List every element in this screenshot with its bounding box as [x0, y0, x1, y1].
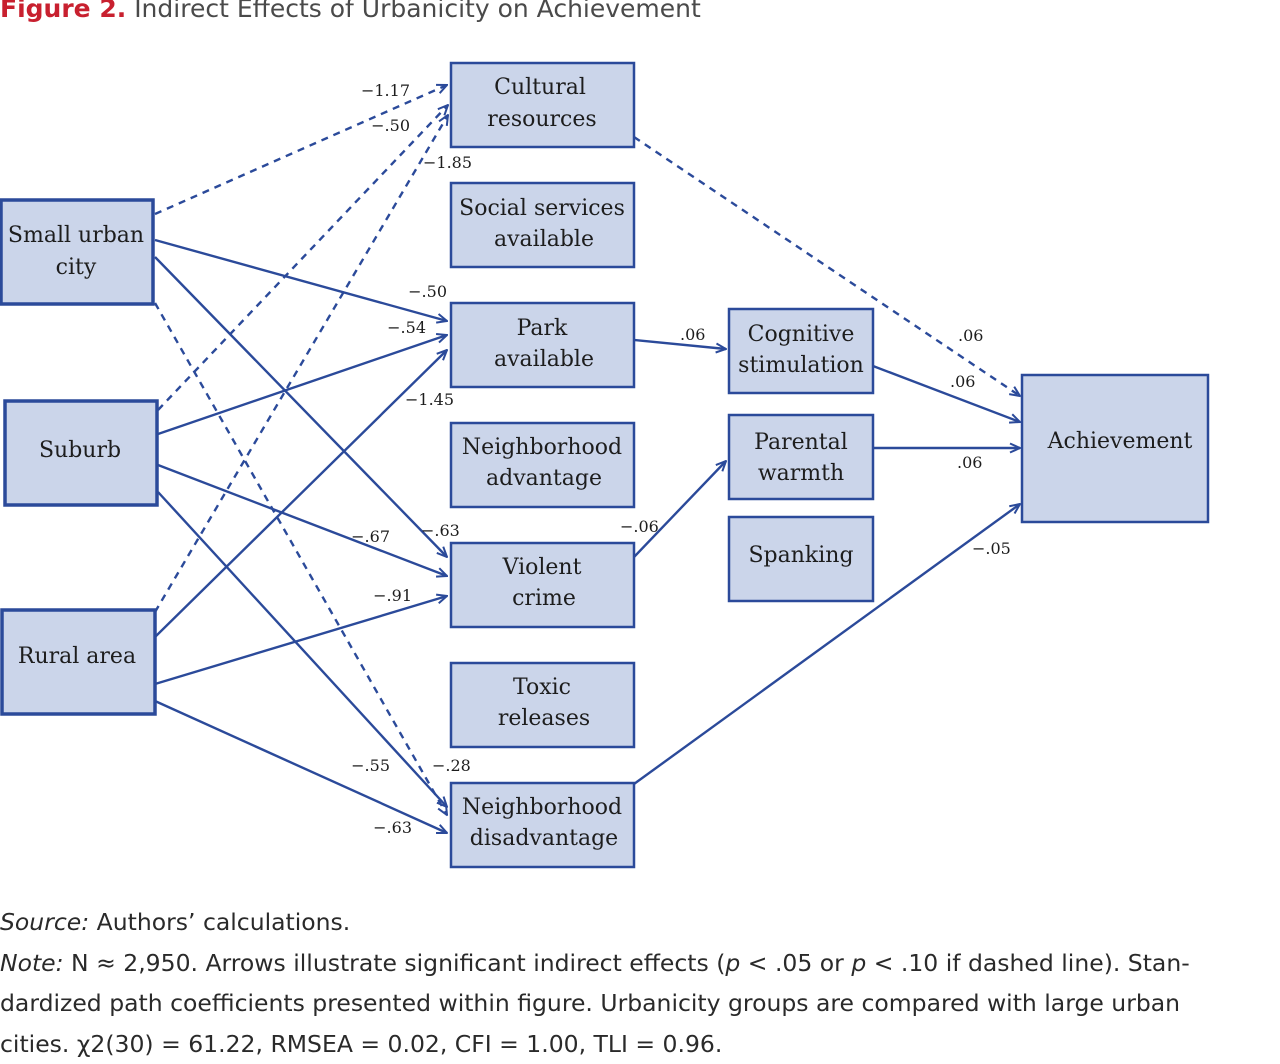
node-neighborhood-advantage: Neighborhood advantage	[451, 423, 634, 507]
note-p-2: p	[851, 949, 866, 977]
source-lead: Source:	[0, 908, 89, 936]
figure-notes: Source: Authors’ calculations. Note: N ≈…	[0, 902, 1280, 1064]
node-toxic-releases-line1: Toxic	[513, 675, 571, 700]
node-achievement-label: Achievement	[1047, 429, 1193, 454]
arrow-suburb-to-ndis	[158, 492, 447, 807]
arrow-crime-to-warmth	[634, 461, 726, 557]
node-suburb-label: Suburb	[39, 438, 121, 463]
coef-suburb-to-crime: −.67	[351, 527, 390, 546]
coef-suburb-to-cultural: −.50	[371, 116, 410, 135]
node-toxic-releases: Toxic releases	[451, 663, 634, 747]
node-park-available-line2: available	[494, 347, 594, 372]
node-spanking-label: Spanking	[748, 543, 853, 568]
coef-cog-to-achieve: .06	[950, 372, 975, 391]
node-small-urban-city: Small urban city	[1, 200, 153, 304]
node-cultural-resources-line1: Cultural	[494, 75, 586, 100]
source-line: Source: Authors’ calculations.	[0, 902, 1280, 943]
arrow-suburb-to-cultural	[158, 105, 448, 410]
arrow-suburb-to-crime	[158, 465, 447, 576]
note-text-1: N ≈ 2,950. Arrows illustrate significant…	[71, 949, 725, 977]
note-line: Note: N ≈ 2,950. Arrows illustrate signi…	[0, 943, 1280, 984]
coef-warmth-to-achieve: .06	[957, 453, 982, 472]
node-parental-warmth-line1: Parental	[754, 430, 848, 455]
coef-park-to-cog: .06	[680, 325, 705, 344]
note-lead: Note:	[0, 949, 64, 977]
arrow-small-to-crime	[155, 257, 447, 557]
node-neighborhood-advantage-line2: advantage	[486, 466, 602, 491]
node-rural-area-label: Rural area	[18, 644, 136, 669]
node-violent-crime: Violent crime	[451, 543, 634, 627]
node-parental-warmth: Parental warmth	[729, 415, 873, 499]
node-neighborhood-advantage-line1: Neighborhood	[462, 435, 622, 460]
arrow-rural-to-ndis	[155, 701, 447, 833]
coef-small-to-park: −.50	[408, 282, 447, 301]
note-line-3: cities. χ2(30) = 61.22, RMSEA = 0.02, CF…	[0, 1024, 1280, 1064]
note-text-2: < .05 or	[740, 949, 851, 977]
coef-rural-to-crime: −.91	[373, 586, 412, 605]
node-social-services-line2: available	[494, 227, 594, 252]
diagram-nodes: Small urban city Suburb Rural area Cultu…	[1, 63, 1208, 867]
node-toxic-releases-line2: releases	[498, 706, 590, 731]
arrow-small-to-park	[155, 240, 447, 321]
note-text-3: < .10 if dashed line). Stan-	[866, 949, 1189, 977]
coef-small-to-ndis: −.28	[432, 756, 471, 775]
node-cultural-resources: Cultural resources	[451, 63, 634, 147]
node-parental-warmth-line2: warmth	[758, 461, 844, 486]
node-achievement: Achievement	[1022, 375, 1208, 522]
node-social-services: Social services available	[451, 183, 634, 267]
source-text: Authors’ calculations.	[97, 908, 351, 936]
node-social-services-line1: Social services	[459, 196, 625, 221]
node-spanking: Spanking	[729, 517, 873, 601]
node-cultural-resources-line2: resources	[487, 107, 596, 132]
note-p-1: p	[725, 949, 740, 977]
node-park-available-line1: Park	[517, 316, 568, 341]
coef-suburb-to-park: −.54	[387, 318, 426, 337]
arrow-rural-to-crime	[155, 596, 447, 684]
coef-rural-to-park: −1.45	[405, 390, 454, 409]
node-cognitive-stimulation-line2: stimulation	[738, 353, 864, 378]
node-rural-area: Rural area	[2, 610, 155, 714]
node-neighborhood-disadvantage-line1: Neighborhood	[462, 795, 622, 820]
coef-small-to-cultural: −1.17	[361, 81, 410, 100]
node-neighborhood-disadvantage: Neighborhood disadvantage	[451, 783, 634, 867]
node-small-urban-city-line2: city	[56, 255, 97, 280]
node-small-urban-city-line1: Small urban	[8, 223, 144, 248]
note-line-2: dardized path coefficients presented wit…	[0, 983, 1280, 1024]
node-violent-crime-line1: Violent	[502, 555, 582, 580]
node-cognitive-stimulation-line1: Cognitive	[748, 322, 855, 347]
coef-small-to-crime: −.63	[421, 521, 460, 540]
coef-cultural-to-achieve: .06	[958, 326, 983, 345]
arrow-small-to-cultural	[155, 85, 447, 214]
node-suburb: Suburb	[5, 401, 157, 505]
coef-suburb-to-ndis: −.55	[351, 756, 390, 775]
arrow-cog-to-achieve	[873, 366, 1020, 422]
path-diagram: −1.17 −.50 −1.85 −.50 −.54 −1.45 −.63 −.…	[0, 0, 1280, 900]
node-violent-crime-line2: crime	[512, 586, 576, 611]
coef-rural-to-cultural: −1.85	[423, 153, 472, 172]
coef-ndis-to-achieve: −.05	[972, 539, 1011, 558]
coef-crime-to-warmth: −.06	[620, 517, 659, 536]
node-neighborhood-disadvantage-line2: disadvantage	[470, 826, 618, 851]
node-park-available: Park available	[451, 303, 634, 387]
coef-rural-to-ndis: −.63	[373, 818, 412, 837]
node-cognitive-stimulation: Cognitive stimulation	[729, 309, 873, 393]
